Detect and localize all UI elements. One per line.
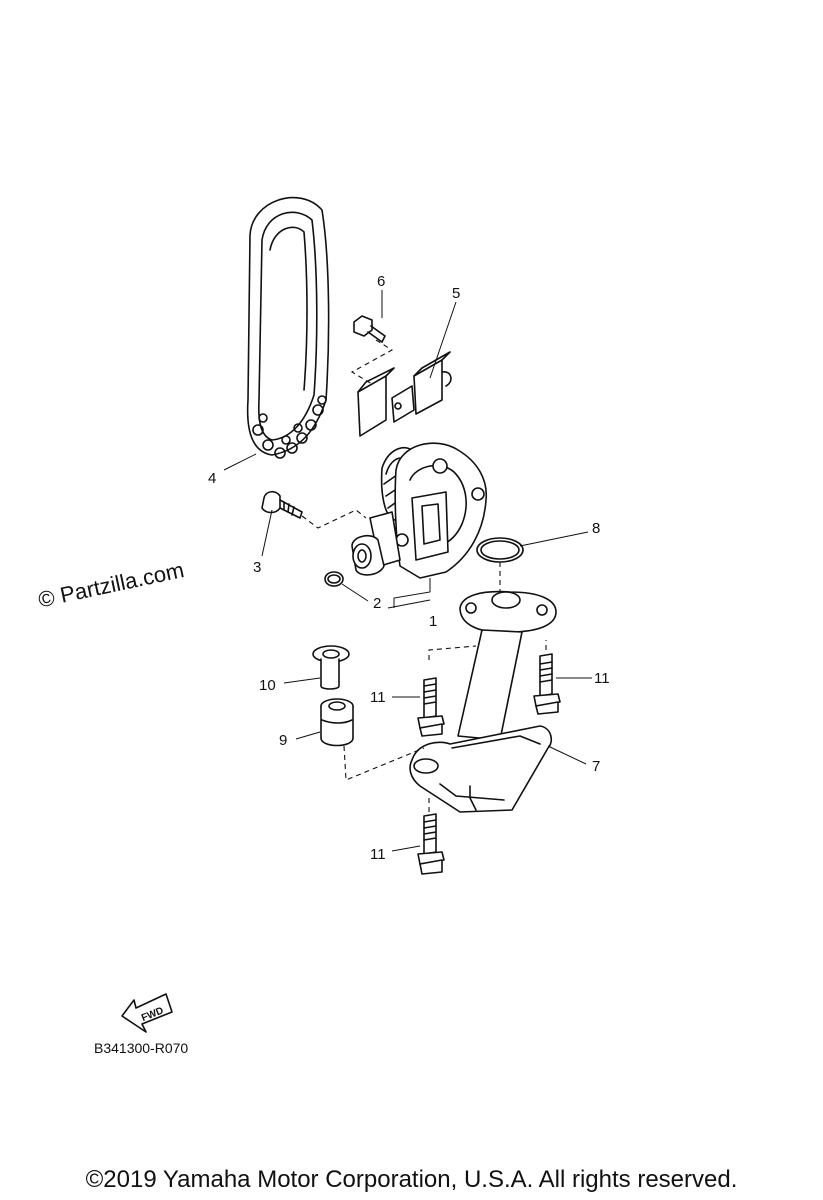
callout-2: 2: [373, 595, 381, 612]
callout-11-right: 11: [594, 670, 610, 687]
drive-chain: [246, 196, 330, 459]
callout-7: 7: [592, 758, 600, 775]
bolt-6: [353, 315, 386, 343]
chain-guide: [357, 351, 452, 437]
callout-4: 4: [208, 470, 216, 487]
callout-labels: 6 5 4 3 2 1 8 10 9 11 11 7 11: [208, 273, 610, 863]
oil-pump-assembly: [351, 442, 488, 579]
bolt-11-bottom: [417, 813, 445, 875]
callout-1: 1: [429, 613, 437, 630]
bolt-11-left: [417, 677, 445, 737]
leader-lines: [223, 290, 592, 852]
grommet: [320, 698, 354, 747]
fwd-arrow-icon: FWD: [121, 993, 173, 1033]
o-ring: [476, 537, 524, 563]
callout-11-bottom: 11: [370, 846, 386, 863]
collar: [312, 645, 350, 690]
circlip: [324, 571, 344, 587]
callout-10: 10: [259, 677, 276, 694]
bolt-3: [261, 490, 303, 519]
callout-3: 3: [253, 559, 261, 576]
assembly-lines: [301, 339, 547, 812]
copyright-footer: ©2019 Yamaha Motor Corporation, U.S.A. A…: [85, 1166, 738, 1193]
oil-pipe-strainer: [409, 590, 557, 813]
bolt-11-right: [533, 653, 561, 715]
callout-6: 6: [377, 273, 385, 290]
callout-5: 5: [452, 285, 460, 302]
callout-11-left: 11: [370, 689, 386, 706]
callout-8: 8: [592, 520, 600, 537]
callout-9: 9: [279, 732, 287, 749]
reference-code: B341300-R070: [94, 1040, 189, 1056]
